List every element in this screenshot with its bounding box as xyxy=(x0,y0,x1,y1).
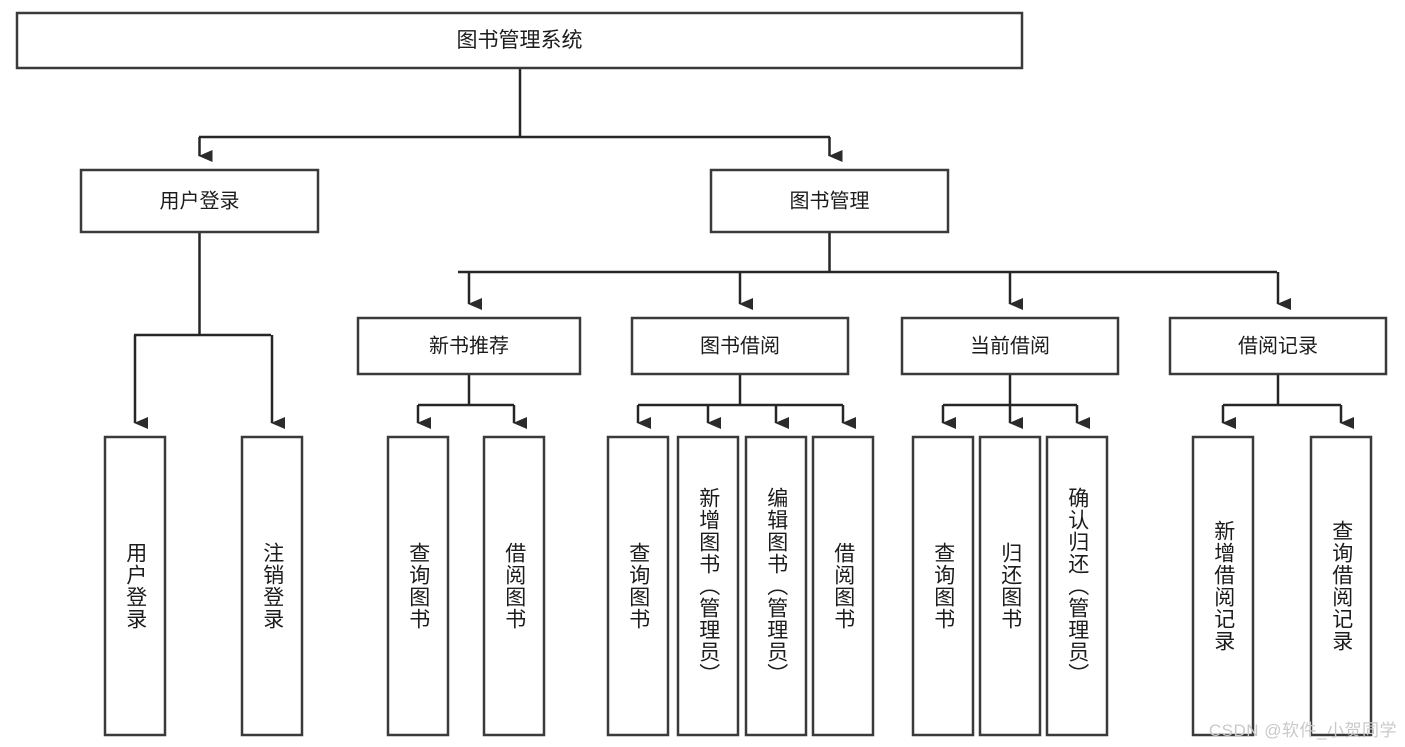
node-leaf-query-book-1-box[interactable] xyxy=(386,435,450,737)
node-new-book-rec-box[interactable] xyxy=(356,316,582,376)
node-leaf-query-book-3-box[interactable] xyxy=(911,435,975,737)
node-user-login-box[interactable] xyxy=(79,168,320,234)
node-leaf-add-book-box[interactable] xyxy=(676,435,740,737)
node-book-borrow-box[interactable] xyxy=(630,316,850,376)
node-current-borrow-label: 当前借阅 xyxy=(970,334,1050,357)
node-leaf-borrow-book-2-box[interactable] xyxy=(811,435,875,737)
node-book-manage-label: 图书管理 xyxy=(790,189,870,212)
node-leaf-edit-book-box[interactable] xyxy=(744,435,808,737)
connector-lines xyxy=(133,68,1354,429)
node-current-borrow-box[interactable] xyxy=(900,316,1120,376)
node-borrow-record-box[interactable] xyxy=(1168,316,1388,376)
node-leaf-return-book-box[interactable] xyxy=(978,435,1042,737)
node-leaf-query-book-2-box[interactable] xyxy=(606,435,670,737)
node-book-manage-box[interactable] xyxy=(709,168,950,234)
node-leaf-user-login-box[interactable] xyxy=(103,435,167,737)
node-leaf-borrow-book-1-box[interactable] xyxy=(482,435,546,737)
node-new-book-rec-label: 新书推荐 xyxy=(429,334,509,357)
node-root-box[interactable] xyxy=(15,11,1024,70)
node-leaf-logout-box[interactable] xyxy=(240,435,304,737)
node-leaf-add-record-box[interactable] xyxy=(1191,435,1255,737)
node-root-label: 图书管理系统 xyxy=(457,29,583,52)
node-leaf-confirm-return-box[interactable] xyxy=(1045,435,1109,737)
node-user-login-label: 用户登录 xyxy=(160,189,240,212)
node-book-borrow-label: 图书借阅 xyxy=(700,334,780,357)
node-leaf-query-record-box[interactable] xyxy=(1309,435,1373,737)
node-borrow-record-label: 借阅记录 xyxy=(1238,334,1318,357)
node-boxes xyxy=(15,11,1388,737)
watermark-text: CSDN @软件_小贺同学 xyxy=(1208,721,1397,740)
